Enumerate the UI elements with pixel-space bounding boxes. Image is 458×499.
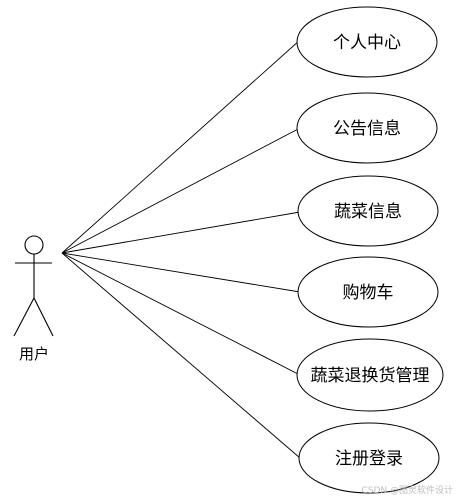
- use-case-ellipse: [298, 422, 440, 494]
- use-case-label: 注册登录: [335, 449, 403, 469]
- use-case-label: 公告信息: [333, 119, 401, 139]
- association-line-register-login: [61, 252, 301, 459]
- use-case-personal-center: 个人中心: [296, 6, 438, 78]
- use-case-label: 蔬菜退换货管理: [311, 366, 430, 386]
- use-case-ellipse: [296, 6, 438, 78]
- association-line-personal-center: [61, 39, 301, 254]
- use-case-ellipse: [297, 175, 439, 247]
- association-line-return-management: [61, 252, 299, 375]
- use-case-ellipse: [296, 338, 444, 412]
- actor-label: 用户: [19, 345, 49, 363]
- use-case-register-login: 注册登录: [298, 422, 440, 494]
- actor-right-leg: [33, 297, 54, 337]
- use-case-label: 购物车: [343, 283, 394, 303]
- watermark-text: CSDN @图灵软件设计: [361, 484, 453, 496]
- actor-head: [24, 235, 44, 255]
- association-line-vegetable-info: [61, 211, 301, 254]
- use-case-cart: 购物车: [297, 256, 439, 328]
- use-case-label: 个人中心: [333, 33, 401, 53]
- association-line-announcement: [61, 127, 301, 254]
- use-case-vegetable-info: 蔬菜信息: [297, 175, 439, 247]
- association-line-cart: [61, 252, 301, 293]
- use-case-return-management: 蔬菜退换货管理: [296, 338, 444, 412]
- use-case-announcement: 公告信息: [296, 92, 438, 164]
- use-case-ellipse: [297, 256, 439, 328]
- associations: [61, 39, 301, 459]
- use-case-ellipse: [296, 92, 438, 164]
- actor-left-leg: [13, 297, 35, 337]
- actor: 用户: [13, 235, 54, 363]
- use-case-label: 蔬菜信息: [334, 202, 402, 222]
